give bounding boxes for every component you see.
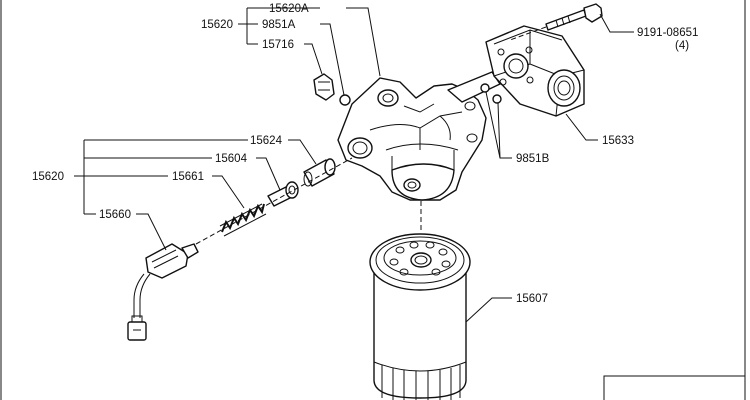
label-15620a: 15620A xyxy=(269,3,309,15)
label-15620-top: 15620 xyxy=(201,19,233,31)
adapter-block-15633 xyxy=(485,25,585,117)
label-15604: 15604 xyxy=(215,153,248,165)
label-9851b: 9851B xyxy=(516,153,550,165)
label-15716: 15716 xyxy=(262,39,294,51)
o-rings-9851b xyxy=(480,83,502,104)
label-15660: 15660 xyxy=(99,209,131,221)
label-15633: 15633 xyxy=(602,135,634,147)
label-9191-08651: 9191-08651 xyxy=(637,27,698,39)
pressure-switch-15660 xyxy=(127,243,199,341)
leader-lines xyxy=(74,7,634,323)
label-15620-left: 15620 xyxy=(32,171,64,183)
label-15661: 15661 xyxy=(172,171,204,183)
bolt-9191-08651 xyxy=(509,3,603,41)
o-ring-9851a xyxy=(339,94,351,106)
label-15607: 15607 xyxy=(516,293,548,305)
label-15624: 15624 xyxy=(250,135,283,147)
oil-filter-15607 xyxy=(369,233,471,400)
filter-bracket-15620a xyxy=(337,71,501,201)
label-9191-qty: (4) xyxy=(675,40,689,52)
valve-piston-15604 xyxy=(267,181,299,207)
part-labels: 15620A 15620 9851A 15716 9191-08651 (4) … xyxy=(32,3,698,305)
valve-spring-15661 xyxy=(219,203,267,237)
label-9851a: 9851A xyxy=(262,19,296,31)
plug-15716 xyxy=(313,73,335,101)
valve-axis-line xyxy=(195,157,353,245)
